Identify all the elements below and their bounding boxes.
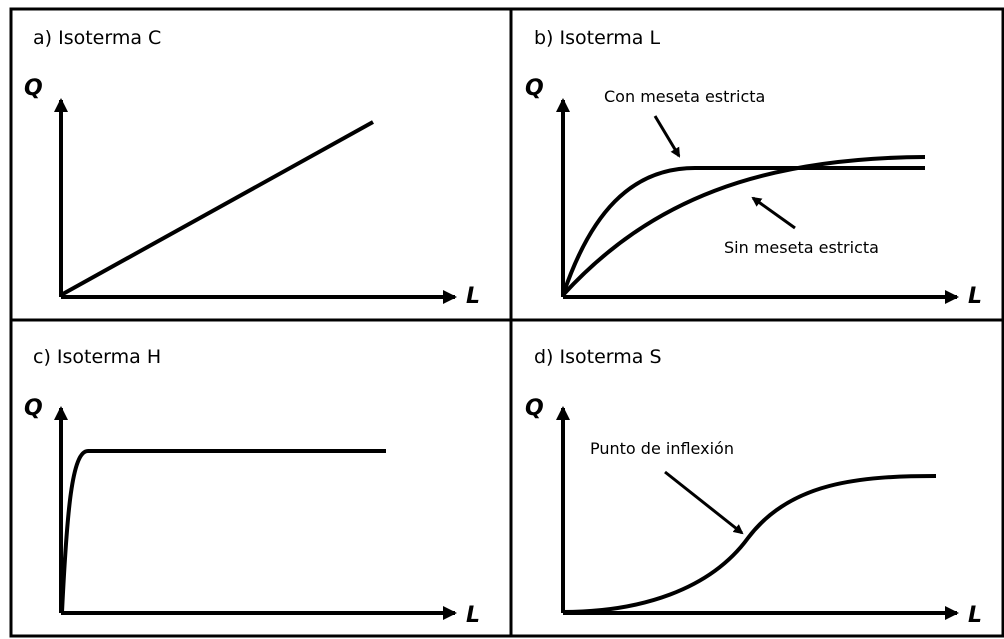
- panel-c-title: c) Isoterma H: [33, 346, 162, 368]
- panel-c-y-label: Q: [24, 396, 43, 421]
- panel-d-x-label: L: [968, 603, 983, 628]
- panel-d-curve: [562, 474, 937, 614]
- panel-a-x-label: L: [466, 284, 481, 309]
- annotation-inflection-point: Punto de inflexión: [590, 439, 734, 458]
- panel-c-curve: [60, 449, 386, 613]
- panel-b-arrow-strict: [653, 115, 681, 158]
- panel-a-title: a) Isoterma C: [33, 27, 162, 49]
- panel-d-frame: [509, 318, 1004, 638]
- panel-d-y-label: Q: [525, 396, 544, 421]
- panel-c-x-label: L: [466, 603, 481, 628]
- panel-d-title: d) Isoterma S: [534, 346, 662, 368]
- panel-b-x-label: L: [968, 284, 983, 309]
- panel-b-arrow-non-strict: [751, 196, 796, 230]
- panel-b-curve-strict: [561, 166, 925, 296]
- annotation-non-strict-plateau: Sin meseta estricta: [724, 238, 879, 257]
- panel-b-y-label: Q: [525, 76, 544, 101]
- panel-a-frame: [9, 7, 513, 322]
- panel-a-y-label: Q: [24, 76, 43, 101]
- panel-b-curve-non-strict: [561, 155, 926, 297]
- panel-a-curve: [60, 120, 374, 297]
- annotation-strict-plateau: Con meseta estricta: [604, 87, 766, 106]
- panel-b-title: b) Isoterma L: [534, 27, 661, 49]
- panel-d-arrow-inflection: [664, 470, 744, 535]
